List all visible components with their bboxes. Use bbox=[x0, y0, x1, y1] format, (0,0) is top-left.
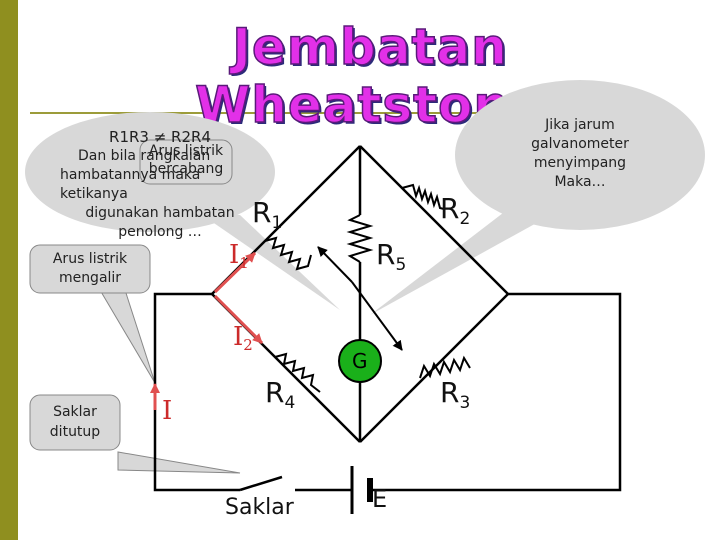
resistor-r5 bbox=[346, 214, 374, 263]
label-r3: R3 bbox=[440, 376, 471, 413]
callout-flow-text: Arus listrik mengalir bbox=[52, 251, 128, 286]
label-r2: R2 bbox=[440, 192, 471, 229]
label-i2: I2 bbox=[233, 322, 253, 354]
callout-top-left-text: R1R3 ≠ R2R4 Dan bila rangkaian hambatann… bbox=[60, 128, 235, 240]
galvanometer-symbol bbox=[338, 339, 382, 383]
label-switch: Saklar bbox=[225, 495, 294, 520]
callout-switch bbox=[29, 394, 241, 474]
needle-arrows bbox=[317, 246, 403, 351]
label-i1: I1 bbox=[229, 240, 249, 272]
label-r5: R5 bbox=[376, 238, 407, 275]
callout-galvanometer bbox=[370, 80, 705, 315]
battery-symbol bbox=[350, 466, 373, 514]
resistor-r1 bbox=[264, 236, 312, 271]
resistor-r2 bbox=[401, 183, 445, 210]
callout-switch-text: Saklar ditutup bbox=[49, 404, 101, 440]
label-r4: R4 bbox=[265, 376, 296, 413]
callout-galvanometer-text: Jika jarum galvanometer menyimpang Maka… bbox=[531, 117, 629, 190]
label-r1: R1 bbox=[252, 196, 283, 233]
callout-flow bbox=[29, 244, 156, 384]
title-underline bbox=[30, 112, 510, 114]
label-battery: E bbox=[372, 485, 388, 513]
callout-branch-text: Arus listrik bercabang bbox=[148, 143, 224, 177]
label-i: I bbox=[162, 396, 173, 426]
page-title: Jembatan Wheatstone bbox=[194, 17, 545, 135]
label-galvanometer: G bbox=[352, 349, 368, 373]
resistor-r3 bbox=[419, 355, 471, 379]
side-stripe bbox=[0, 0, 18, 540]
current-arrow-i1 bbox=[213, 251, 257, 294]
resistor-r4 bbox=[274, 352, 321, 393]
current-arrow-i2 bbox=[213, 294, 264, 345]
callout-branch bbox=[139, 139, 233, 185]
